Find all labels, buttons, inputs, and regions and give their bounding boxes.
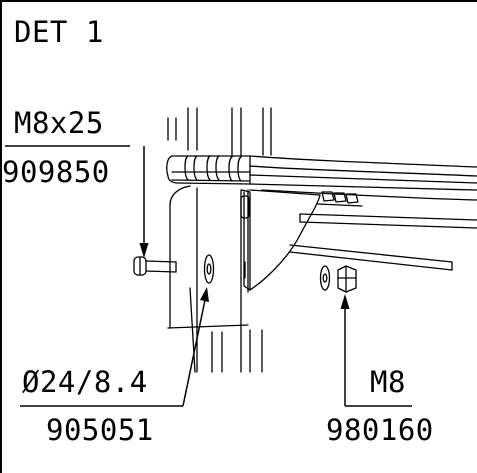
- washer-right: [319, 265, 331, 291]
- nut-part-number: 980160: [326, 413, 434, 447]
- bolt-m8x25: [133, 256, 177, 276]
- bolt-part-number: 909850: [2, 155, 110, 189]
- arrow-heads: [139, 243, 350, 309]
- nut-m8: [337, 265, 357, 293]
- washer-left: [203, 254, 215, 284]
- bolt-size-label: M8x25: [14, 106, 104, 140]
- horizontal-rail: [166, 155, 477, 191]
- detail-title: DET 1: [14, 15, 104, 49]
- assembly-illustration: [133, 107, 477, 373]
- gusset-plate: [240, 189, 321, 293]
- washer-part-number: 905051: [46, 413, 154, 447]
- lower-frame-bar: [261, 189, 477, 271]
- vertical-tube: [167, 107, 272, 373]
- nut-size-label: M8: [370, 365, 406, 399]
- rail-bolts: [317, 191, 363, 207]
- leader-lines: [5, 145, 412, 407]
- washer-size-label: Ø24/8.4: [22, 365, 148, 399]
